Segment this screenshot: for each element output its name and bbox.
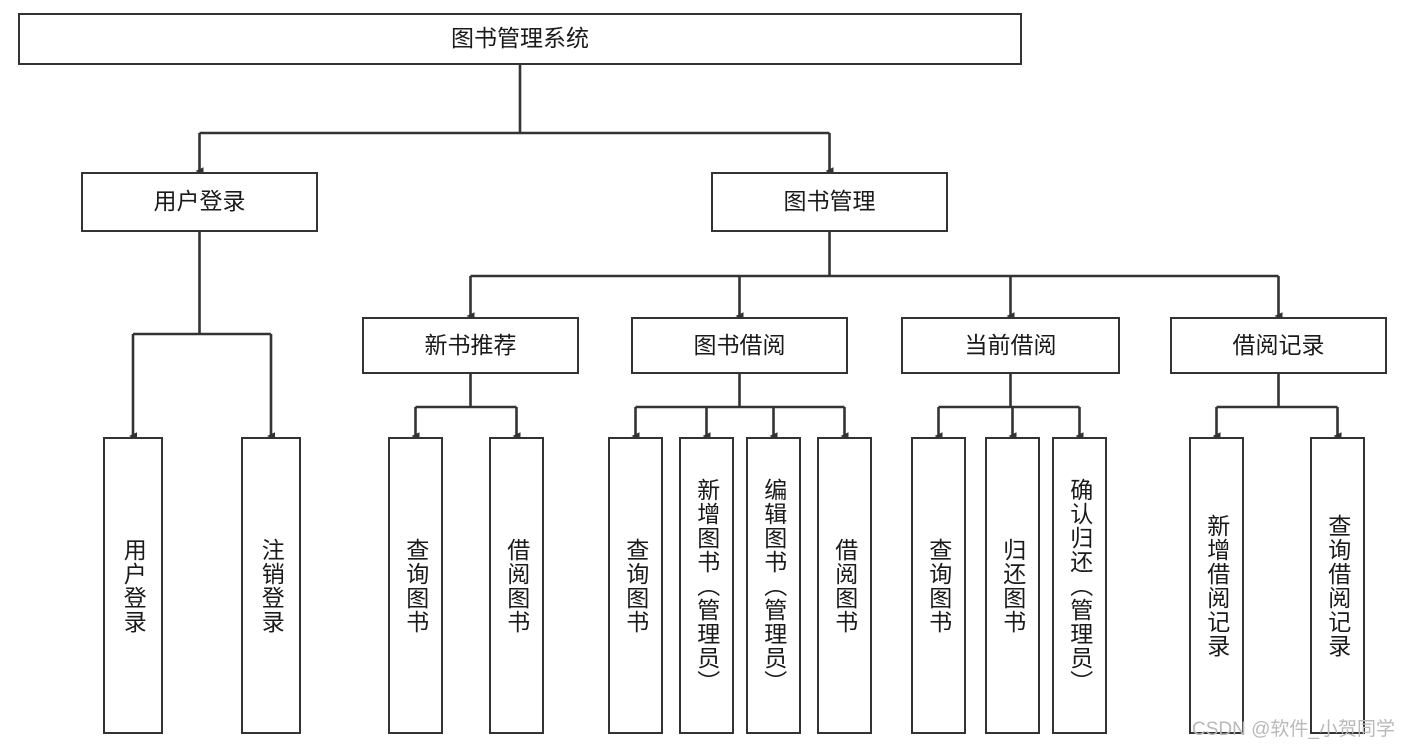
node-root[interactable]: 图书管理系统 [18,13,1022,65]
node-borrow-record[interactable]: 借阅记录 [1170,317,1387,374]
node-leaf-confirm-return[interactable]: 确认归还（管理员） [1052,437,1107,734]
node-leaf-add-book[interactable]: 新增图书（管理员） [679,437,734,734]
node-label: 查询图书 [402,537,429,634]
node-label: 查询图书 [925,537,952,634]
node-label: 归还图书 [999,537,1026,634]
node-label: 用户登录 [153,188,246,215]
node-label: 新书推荐 [424,331,517,358]
node-label: 确认归还（管理员） [1066,477,1093,694]
node-leaf-user-login[interactable]: 用户登录 [103,437,163,734]
node-label: 新增图书（管理员） [693,477,720,694]
node-leaf-borrow-book-1[interactable]: 借阅图书 [489,437,544,734]
node-leaf-return-book[interactable]: 归还图书 [985,437,1040,734]
node-book-borrow[interactable]: 图书借阅 [631,317,848,374]
node-leaf-query-book-2[interactable]: 查询图书 [608,437,663,734]
node-label: 图书管理 [783,188,876,215]
node-leaf-query-record[interactable]: 查询借阅记录 [1310,437,1365,734]
node-label: 当前借阅 [964,331,1057,358]
node-label: 编辑图书（管理员） [760,477,787,694]
node-new-book-rec[interactable]: 新书推荐 [362,317,579,374]
node-label: 图书管理系统 [451,25,589,52]
node-leaf-borrow-book-2[interactable]: 借阅图书 [817,437,872,734]
node-label: 借阅图书 [831,537,858,634]
node-label: 查询借阅记录 [1324,513,1351,658]
node-book-manage[interactable]: 图书管理 [711,172,948,232]
node-user-login[interactable]: 用户登录 [81,172,318,232]
node-label: 查询图书 [622,537,649,634]
node-label: 图书借阅 [693,331,786,358]
node-label: 注销登录 [258,537,285,634]
node-label: 新增借阅记录 [1203,513,1230,658]
node-leaf-query-book-3[interactable]: 查询图书 [911,437,966,734]
node-leaf-logout[interactable]: 注销登录 [241,437,301,734]
node-label: 借阅记录 [1232,331,1325,358]
node-leaf-edit-book[interactable]: 编辑图书（管理员） [746,437,801,734]
node-leaf-add-record[interactable]: 新增借阅记录 [1189,437,1244,734]
node-leaf-query-book-1[interactable]: 查询图书 [388,437,443,734]
node-label: 用户登录 [120,537,147,634]
node-label: 借阅图书 [503,537,530,634]
node-current-borrow[interactable]: 当前借阅 [901,317,1120,374]
